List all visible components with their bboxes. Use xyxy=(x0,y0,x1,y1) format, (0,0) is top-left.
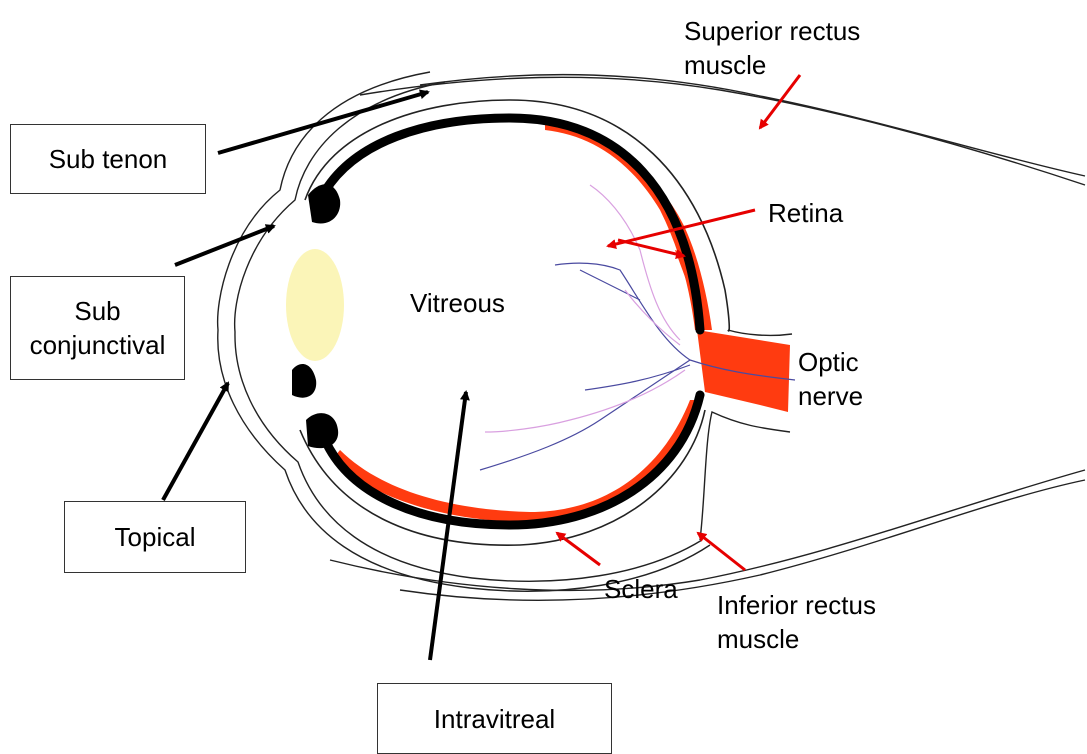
superior-rectus-label: Superior rectus muscle xyxy=(684,14,860,82)
sclera-label: Sclera xyxy=(604,572,678,606)
inferior-rectus-label: Inferior rectus muscle xyxy=(717,588,876,656)
vitreous-label: Vitreous xyxy=(410,286,505,320)
topical-box: Topical xyxy=(64,501,246,573)
optic-nerve-shape xyxy=(697,330,790,412)
retinal-vessels xyxy=(480,185,795,470)
sub-conjunctival-arrow xyxy=(175,226,274,265)
red-pointer-arrows xyxy=(557,75,800,570)
sub-conjunctival-box: Sub conjunctival xyxy=(10,276,185,380)
retina-label: Retina xyxy=(768,196,843,230)
superior-rectus-arrow xyxy=(760,75,800,128)
intravitreal-box: Intravitreal xyxy=(377,683,612,754)
superior-rectus-muscle xyxy=(360,75,1085,185)
inferior-rectus-arrow xyxy=(698,533,745,570)
lens xyxy=(286,249,344,361)
topical-arrow xyxy=(163,383,228,500)
retina-arrow-2 xyxy=(618,240,684,256)
sub-tenon-box: Sub tenon xyxy=(10,124,206,194)
sclera-arrow xyxy=(557,533,600,565)
optic-nerve-label: Optic nerve xyxy=(798,345,863,413)
inferior-rectus-muscle xyxy=(330,470,1085,600)
